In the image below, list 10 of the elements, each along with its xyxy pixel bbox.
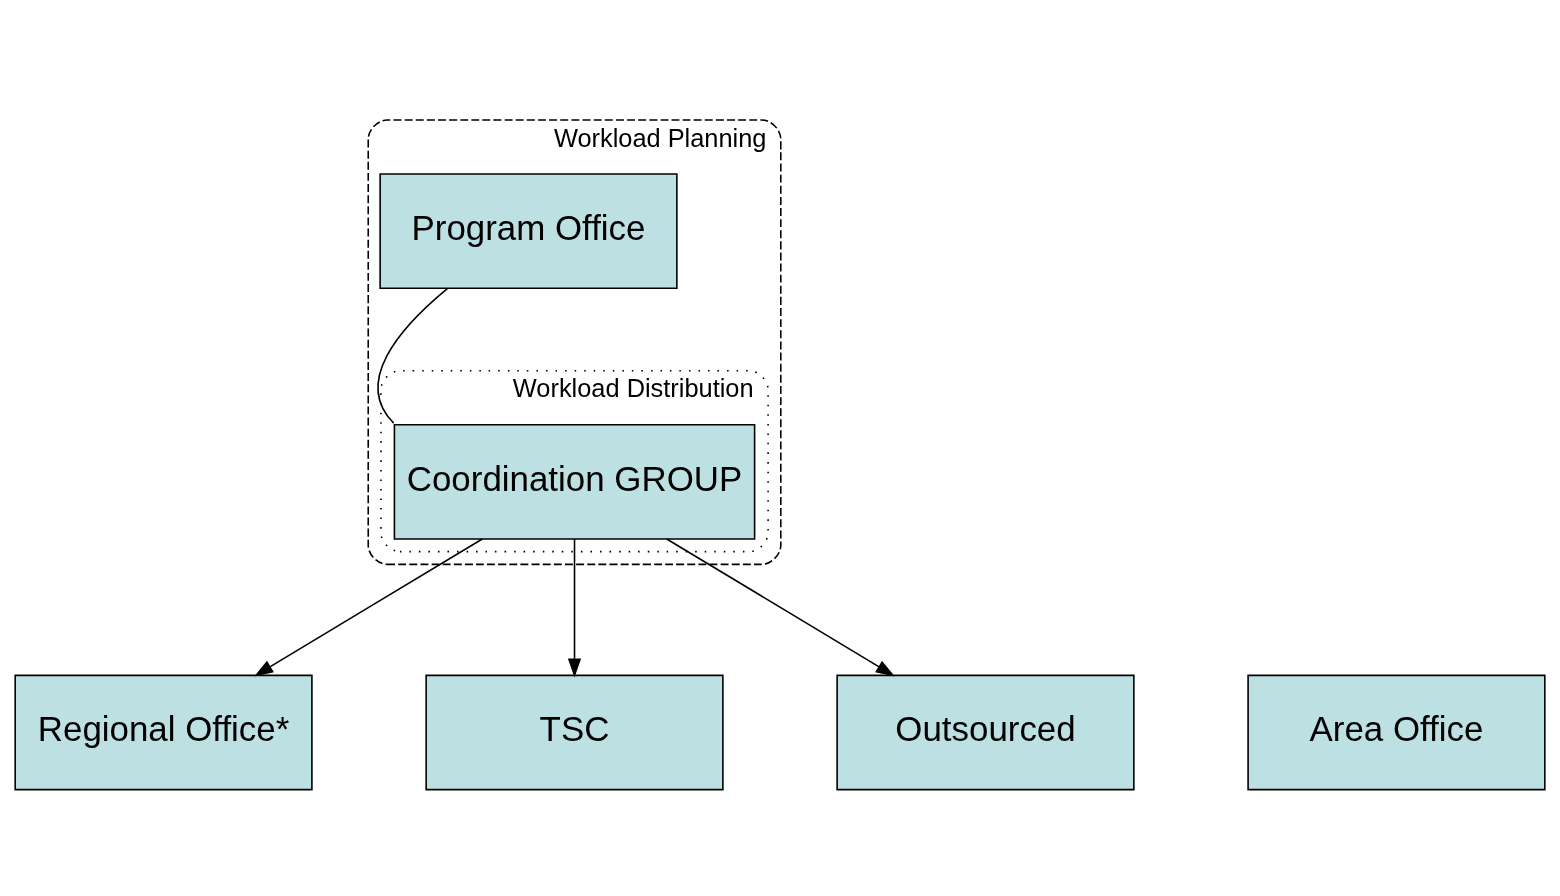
node-box: Regional Office* bbox=[14, 674, 313, 790]
arrow bbox=[254, 537, 484, 676]
node-box: Area Office bbox=[1247, 674, 1546, 790]
node-box: Outsourced bbox=[836, 674, 1135, 790]
arrow bbox=[665, 537, 895, 676]
node-box: TSC bbox=[425, 674, 724, 790]
node-box: Program Office bbox=[379, 172, 678, 289]
connector bbox=[377, 287, 449, 424]
node-box: Coordination GROUP bbox=[393, 423, 756, 540]
arrow bbox=[567, 537, 582, 678]
